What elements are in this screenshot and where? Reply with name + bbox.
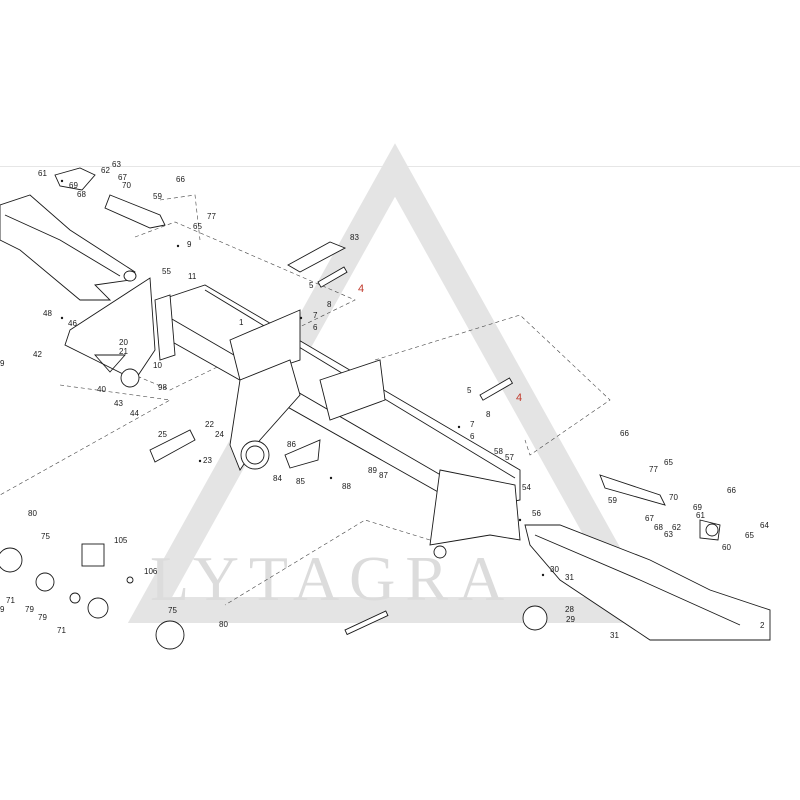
part-callout-7-b: 7 (470, 420, 475, 429)
part-callout-86: 86 (287, 440, 296, 449)
part-callout-85: 85 (296, 477, 305, 486)
part-callout-9-c: 9 (0, 605, 5, 614)
main-frame-beam (154, 284, 521, 559)
part-callout-63-b: 63 (664, 530, 673, 539)
watermark-text: LYTAGRA (150, 543, 514, 614)
part-callout-79: 79 (25, 605, 34, 614)
left-lift-arm (0, 167, 166, 301)
part-callout-67-b: 67 (645, 514, 654, 523)
part-callout-80-b: 80 (219, 620, 228, 629)
part-callout-71-b: 71 (57, 626, 66, 635)
part-callout-98: 98 (158, 383, 167, 392)
part-callout-22: 22 (205, 420, 214, 429)
part-callout-24: 24 (215, 430, 224, 439)
part-callout-1: 1 (239, 318, 244, 327)
part-callout-79-b: 79 (38, 613, 47, 622)
part-callout-6: 6 (313, 323, 318, 332)
part-callout-77-b: 77 (649, 465, 658, 474)
part-callout-57: 57 (505, 453, 514, 462)
part-callout-29: 29 (566, 615, 575, 624)
part-callout-68-b: 68 (654, 523, 663, 532)
part-callout-48: 48 (43, 309, 52, 318)
part-callout-61: 61 (38, 169, 47, 178)
part-callout-67: 67 (118, 173, 127, 182)
part-callout-11: 11 (188, 272, 197, 281)
part-callout-58: 58 (494, 447, 503, 456)
part-callout-69: 69 (69, 181, 78, 190)
part-callout-80: 80 (28, 509, 37, 518)
part-callout-66-c: 66 (727, 486, 736, 495)
part-callout-7: 7 (313, 311, 318, 320)
part-callout-71: 71 (6, 596, 15, 605)
part-callout-61-b: 61 (696, 511, 705, 520)
part-callout-25: 25 (158, 430, 167, 439)
part-callout-30: 30 (550, 565, 559, 574)
part-callout-89: 89 (368, 466, 377, 475)
part-callout-8: 8 (327, 300, 332, 309)
part-callout-9-left: 9 (0, 359, 5, 368)
part-callout-4: 4 (358, 283, 364, 295)
part-callout-31: 31 (565, 573, 574, 582)
part-callout-31-b: 31 (610, 631, 619, 640)
part-callout-62-b: 62 (672, 523, 681, 532)
part-callout-105: 105 (114, 536, 128, 545)
part-callout-23: 23 (203, 456, 212, 465)
leader-dots (60, 179, 545, 577)
part-callout-8-b: 8 (486, 410, 491, 419)
part-callout-60: 60 (722, 543, 731, 552)
part-callout-77: 77 (207, 212, 216, 221)
part-callout-20: 20 (119, 338, 128, 347)
part-callout-59-b: 59 (608, 496, 617, 505)
part-callout-2: 2 (760, 621, 765, 630)
part-callout-5-b: 5 (467, 386, 472, 395)
part-callout-83: 83 (350, 233, 359, 242)
part-callout-69-b: 69 (693, 503, 702, 512)
part-callout-66-b: 66 (620, 429, 629, 438)
part-callout-43: 43 (114, 399, 123, 408)
part-callout-46: 46 (68, 319, 77, 328)
part-callout-59: 59 (153, 192, 162, 201)
part-callout-75: 75 (41, 532, 50, 541)
part-callout-64: 64 (760, 521, 769, 530)
part-callout-70-b: 70 (669, 493, 678, 502)
part-callout-68: 68 (77, 190, 86, 199)
part-callouts: 61 62 63 67 69 70 68 59 66 77 65 9 83 55… (0, 160, 769, 640)
part-callout-63: 63 (112, 160, 121, 169)
part-callout-88: 88 (342, 482, 351, 491)
part-callout-65: 65 (193, 222, 202, 231)
part-callout-4-b: 4 (516, 392, 522, 404)
part-callout-28: 28 (565, 605, 574, 614)
part-callout-62: 62 (101, 166, 110, 175)
pins-and-hardware (0, 241, 719, 650)
part-callout-55: 55 (162, 267, 171, 276)
part-callout-21: 21 (119, 347, 128, 356)
part-callout-87: 87 (379, 471, 388, 480)
part-callout-9: 9 (187, 240, 192, 249)
part-callout-70: 70 (122, 181, 131, 190)
part-callout-44: 44 (130, 409, 139, 418)
part-callout-106: 106 (144, 567, 158, 576)
part-callout-5: 5 (309, 281, 314, 290)
part-callout-84: 84 (273, 474, 282, 483)
part-callout-40: 40 (97, 385, 106, 394)
part-callout-75-b: 75 (168, 606, 177, 615)
part-callout-66: 66 (176, 175, 185, 184)
part-callout-42: 42 (33, 350, 42, 359)
part-callout-65-c: 65 (745, 531, 754, 540)
part-callout-54: 54 (522, 483, 531, 492)
part-callout-6-b: 6 (470, 432, 475, 441)
part-callout-65-b: 65 (664, 458, 673, 467)
part-callout-56: 56 (532, 509, 541, 518)
part-callout-10: 10 (153, 361, 162, 370)
